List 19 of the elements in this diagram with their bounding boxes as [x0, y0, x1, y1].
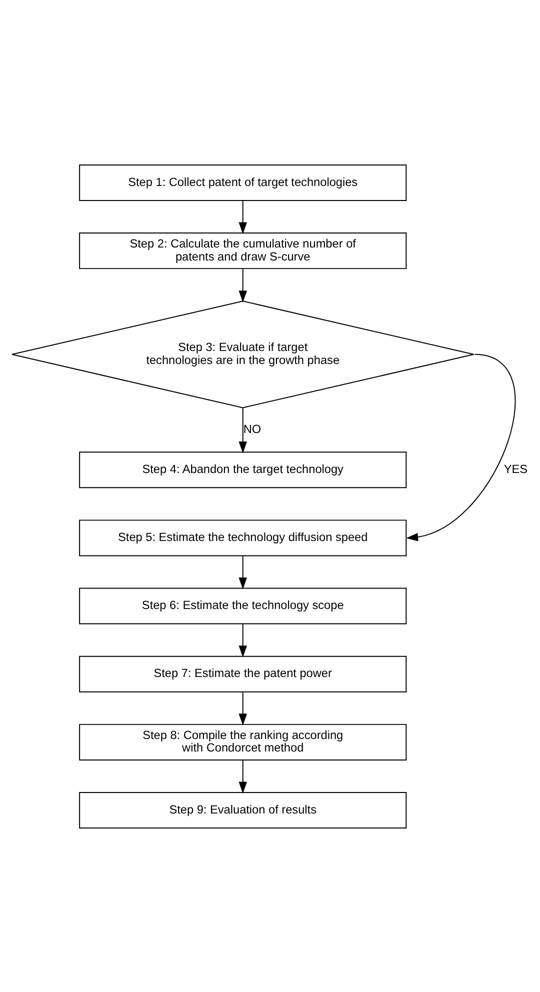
arrow [238, 623, 248, 657]
node-box: Step 9: Evaluation of results [79, 792, 407, 828]
arrow [238, 691, 248, 726]
edge-label: YES [504, 461, 528, 476]
node-box: Step 1: Collect patent of target technologies [79, 164, 407, 200]
arrow [238, 759, 248, 794]
arrow [238, 554, 248, 589]
node-box: Step 7: Estimate the patent power [79, 655, 407, 692]
node-box: Step 4: Abandon the target technology [79, 451, 407, 488]
node-box: Step 2: Calculate the cumulative number of patents and draw S-curve [79, 232, 407, 269]
node-box: Step 6: Estimate the technology scope [79, 587, 407, 624]
node-diamond: Step 3: Evaluate if target technologies are in the growth phase [11, 300, 474, 408]
arrow [406, 353, 516, 541]
arrow [238, 268, 248, 302]
arrow [238, 406, 248, 453]
node-box: Step 8: Compile the ranking according with Condorcet method [79, 723, 407, 760]
arrow [238, 200, 248, 234]
node-box: Step 5: Estimate the technology diffusion speed [79, 519, 407, 556]
edge-label: NO [243, 421, 262, 436]
